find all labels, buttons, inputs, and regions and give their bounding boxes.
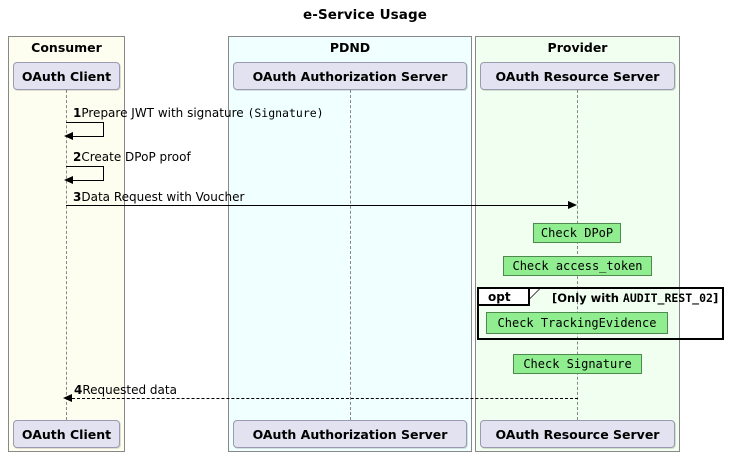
message-2-self-right bbox=[103, 166, 104, 180]
participant-oauth-client-top[interactable]: OAuth Client bbox=[13, 62, 120, 90]
participant-label: OAuth Authorization Server bbox=[252, 426, 448, 442]
group-label-provider: Provider bbox=[547, 40, 608, 55]
message-1-arrowhead bbox=[64, 132, 73, 140]
lifeline-oauth-client bbox=[66, 90, 67, 420]
participant-label: OAuth Resource Server bbox=[495, 426, 660, 442]
fragment-opt-audit: opt [Only with AUDIT_REST_02] bbox=[477, 287, 724, 340]
message-1-label: 1Prepare JWT with signature (Signature) bbox=[73, 106, 324, 120]
lifeline-oauth-resource-server bbox=[577, 90, 578, 420]
note-check-tracking-evidence: Check TrackingEvidence bbox=[486, 312, 668, 334]
participant-oauth-authorization-server-bottom[interactable]: OAuth Authorization Server bbox=[233, 420, 467, 448]
fragment-guard-token: AUDIT_REST_02 bbox=[622, 291, 713, 305]
note-check-access-token: Check access_token bbox=[503, 256, 652, 276]
fragment-guard-prefix: [Only with bbox=[552, 291, 623, 305]
participant-label: OAuth Client bbox=[21, 426, 112, 442]
message-2-number: 2 bbox=[73, 150, 82, 164]
message-1-self-right bbox=[103, 122, 104, 136]
note-label: Check TrackingEvidence bbox=[497, 316, 657, 330]
message-3-line bbox=[66, 205, 572, 206]
participant-oauth-resource-server-top[interactable]: OAuth Resource Server bbox=[480, 62, 675, 90]
message-1-self-top bbox=[66, 122, 104, 123]
note-label: Check Signature bbox=[523, 357, 632, 371]
participant-oauth-authorization-server-top[interactable]: OAuth Authorization Server bbox=[233, 62, 467, 90]
participant-oauth-resource-server-bottom[interactable]: OAuth Resource Server bbox=[480, 420, 675, 448]
message-4-text: Requested data bbox=[82, 383, 177, 397]
participant-label: OAuth Client bbox=[21, 68, 112, 84]
message-1-mono: (Signature) bbox=[247, 106, 324, 120]
lifeline-oauth-authorization-server bbox=[350, 90, 351, 420]
message-2-text: Create DPoP proof bbox=[81, 150, 191, 164]
message-1-text: Prepare JWT with signature bbox=[81, 106, 248, 120]
message-4-line bbox=[72, 398, 578, 399]
fragment-operator-label: opt bbox=[488, 289, 511, 304]
participant-label: OAuth Authorization Server bbox=[252, 68, 448, 84]
fragment-tab-corner-inner bbox=[530, 289, 539, 298]
message-2-self-top bbox=[66, 166, 104, 167]
participant-oauth-client-bottom[interactable]: OAuth Client bbox=[13, 420, 120, 448]
message-3-number: 3 bbox=[73, 190, 82, 204]
fragment-guard-condition: [Only with AUDIT_REST_02] bbox=[552, 291, 718, 305]
message-1-number: 1 bbox=[73, 106, 82, 120]
note-label: Check access_token bbox=[512, 259, 643, 273]
message-2-self-bottom bbox=[66, 180, 104, 181]
message-3-arrowhead bbox=[568, 201, 577, 209]
message-4-arrowhead bbox=[63, 394, 72, 402]
note-check-signature: Check Signature bbox=[513, 354, 642, 374]
message-2-label: 2Create DPoP proof bbox=[73, 150, 191, 164]
fragment-guard-suffix: ] bbox=[712, 291, 719, 305]
note-label: Check DPoP bbox=[540, 226, 614, 240]
diagram-title: e-Service Usage bbox=[302, 7, 427, 23]
message-4-number: 4 bbox=[74, 383, 83, 397]
message-3-text: Data Request with Voucher bbox=[81, 190, 245, 204]
group-label-pdnd: PDND bbox=[329, 40, 371, 55]
message-4-label: 4Requested data bbox=[74, 383, 177, 397]
note-check-dpop: Check DPoP bbox=[533, 223, 621, 243]
group-label-consumer: Consumer bbox=[31, 40, 102, 55]
fragment-operator-tab: opt bbox=[479, 289, 530, 306]
message-2-arrowhead bbox=[64, 176, 73, 184]
message-3-label: 3Data Request with Voucher bbox=[73, 190, 244, 204]
message-1-self-bottom bbox=[66, 136, 104, 137]
participant-label: OAuth Resource Server bbox=[495, 68, 660, 84]
